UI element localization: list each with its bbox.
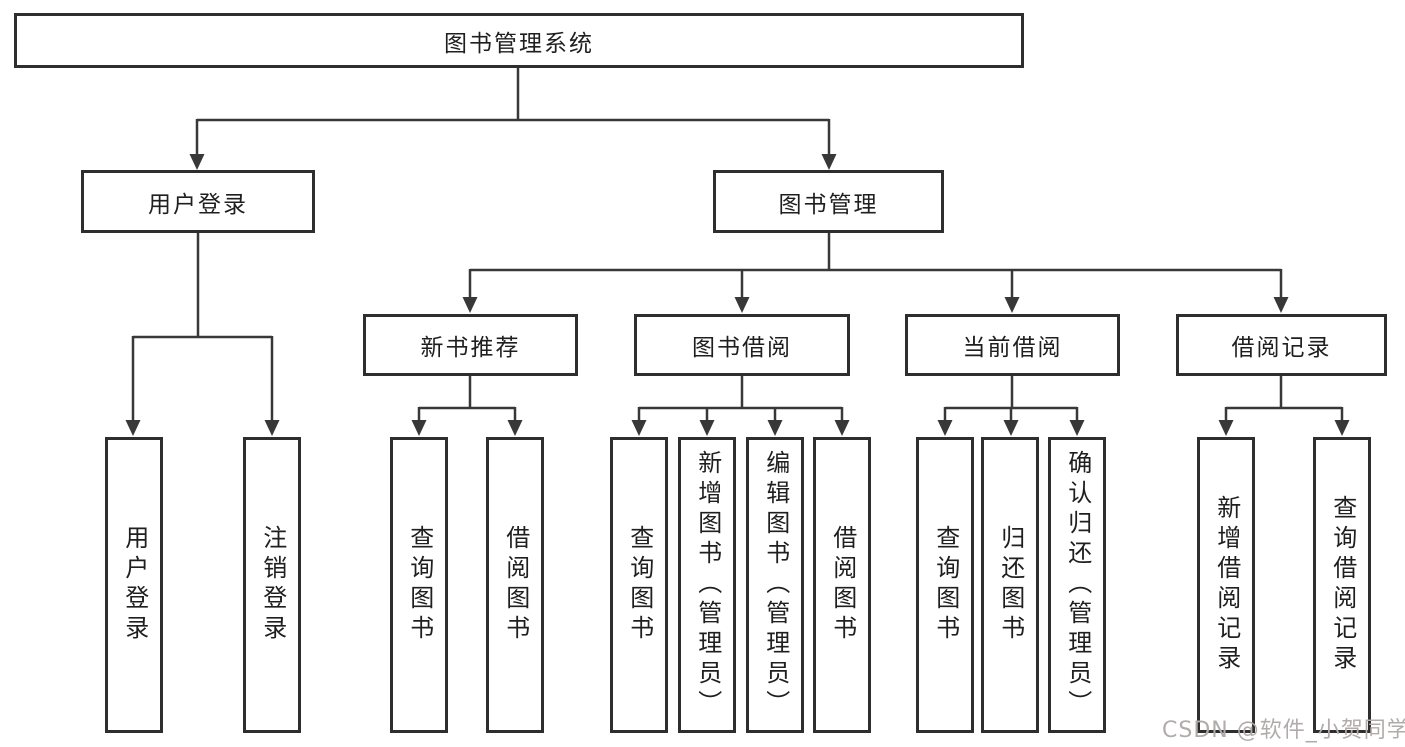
node-label: 确认归还（管理员）	[1063, 450, 1092, 720]
node-new-book-recommend: 新书推荐	[363, 314, 578, 376]
node-label: 用户登录	[120, 525, 149, 645]
node-leaf-logout: 注销登录	[243, 437, 301, 733]
node-label: 查询图书	[625, 525, 654, 645]
node-label: 用户登录	[148, 191, 248, 218]
node-label: 当前借阅	[962, 335, 1063, 361]
node-label: 图书管理	[778, 191, 879, 218]
node-label: 查询图书	[405, 525, 434, 645]
node-root-system: 图书管理系统	[14, 13, 1024, 68]
node-leaf-query-book-borrowing: 查询图书	[610, 437, 668, 733]
node-leaf-query-book-current: 查询图书	[916, 437, 974, 733]
node-label: 新增借阅记录	[1212, 495, 1241, 675]
node-label: 注销登录	[258, 525, 287, 645]
node-leaf-borrow-book-recommend: 借阅图书	[486, 437, 544, 733]
node-leaf-confirm-return-admin: 确认归还（管理员）	[1048, 437, 1106, 733]
node-leaf-borrow-book: 借阅图书	[813, 437, 871, 733]
node-user-login-module: 用户登录	[81, 170, 315, 233]
node-leaf-add-book-admin: 新增图书（管理员）	[678, 437, 736, 733]
node-leaf-query-book-recommend: 查询图书	[390, 437, 448, 733]
node-leaf-query-borrow-record: 查询借阅记录	[1313, 437, 1371, 733]
node-book-management-module: 图书管理	[713, 170, 944, 233]
node-label: 编辑图书（管理员）	[761, 450, 790, 720]
node-current-borrowing: 当前借阅	[905, 314, 1120, 376]
node-label: 图书借阅	[692, 335, 792, 361]
node-leaf-add-borrow-record: 新增借阅记录	[1197, 437, 1255, 733]
node-label: 新增图书（管理员）	[693, 450, 722, 720]
node-label: 借阅记录	[1231, 335, 1332, 361]
node-label: 借阅图书	[501, 525, 530, 645]
csdn-watermark: CSDN @软件_小贺同学	[1162, 718, 1405, 743]
node-leaf-return-book: 归还图书	[981, 437, 1039, 733]
arrowheads	[125, 154, 1350, 436]
node-label: 查询图书	[931, 525, 960, 645]
node-borrow-records: 借阅记录	[1176, 314, 1387, 376]
node-leaf-user-login: 用户登录	[105, 437, 163, 733]
node-label: 图书管理系统	[444, 30, 594, 57]
connector-path	[131, 68, 1344, 422]
node-leaf-edit-book-admin: 编辑图书（管理员）	[746, 437, 804, 733]
node-book-borrowing: 图书借阅	[634, 314, 850, 376]
node-label: 借阅图书	[828, 525, 857, 645]
node-label: 新书推荐	[420, 335, 521, 361]
node-label: 查询借阅记录	[1328, 495, 1357, 675]
node-label: 归还图书	[996, 525, 1025, 645]
